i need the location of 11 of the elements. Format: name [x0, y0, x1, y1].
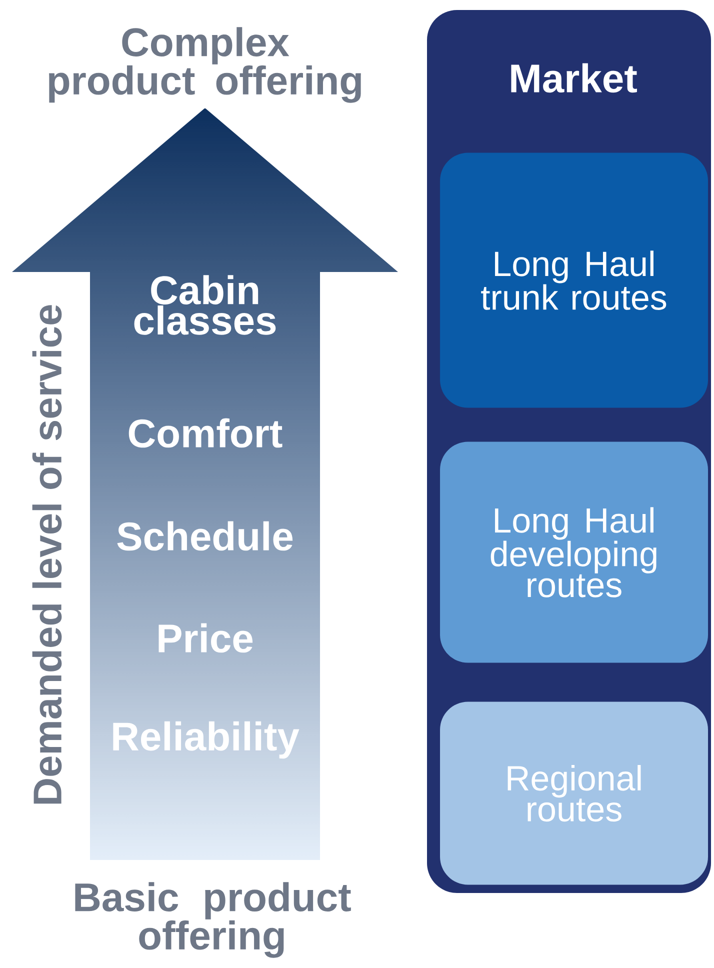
arrow-text: Price	[158, 623, 253, 653]
arrow-text: Schedule	[117, 521, 293, 551]
axis-label: Demanded level of service	[32, 305, 62, 804]
market-box: Long Haul developing routes	[440, 442, 708, 663]
market-box: Long Haul trunk routes	[440, 152, 708, 408]
axis-end-label: Basic product offering	[75, 882, 351, 958]
arrow-text: Cabin classes	[134, 275, 276, 335]
axis-end-label: Complex product offering	[49, 27, 361, 103]
arrow-text: Reliability	[113, 721, 300, 759]
arrow-text: Comfort	[128, 418, 282, 448]
market-box: Regional routes	[440, 702, 708, 885]
